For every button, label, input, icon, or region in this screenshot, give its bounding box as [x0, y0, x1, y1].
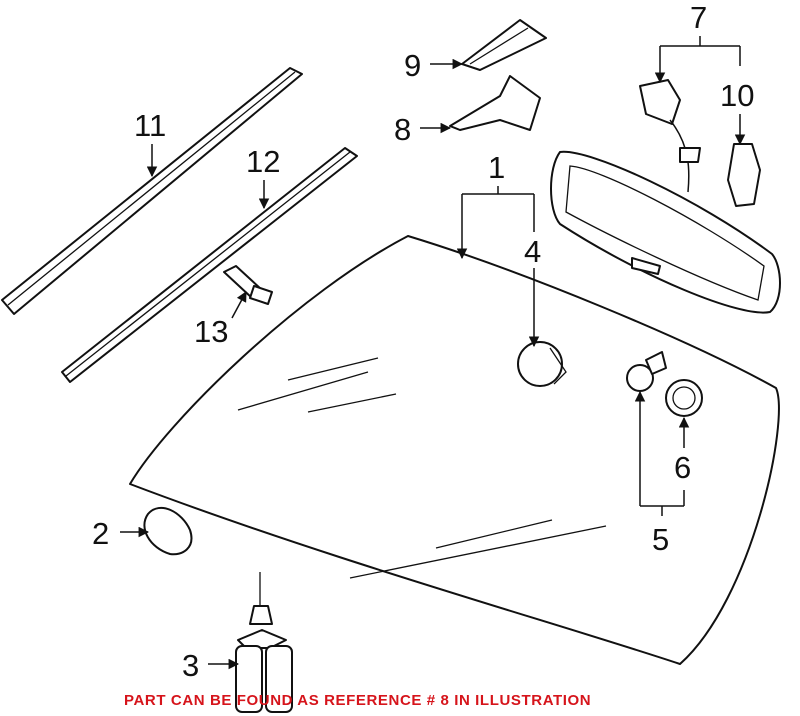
moulding-strip-11 — [1, 67, 303, 315]
callout-11: 11 — [134, 108, 166, 143]
reference-caption: PART CAN BE FOUND AS REFERENCE # 8 IN IL… — [124, 692, 591, 709]
mirror-harness-7 — [639, 79, 701, 193]
callout-4: 4 — [524, 234, 541, 269]
callout-8: 8 — [394, 112, 411, 147]
leader-lines — [120, 36, 746, 670]
callout-5: 5 — [652, 522, 669, 557]
rain-sensor-10 — [727, 143, 761, 207]
callout-labels: 1 2 3 4 5 6 7 8 9 10 11 12 13 — [92, 0, 754, 683]
callout-1: 1 — [488, 150, 505, 185]
callout-10: 10 — [720, 78, 754, 113]
callout-6: 6 — [674, 450, 691, 485]
windshield-1 — [129, 235, 780, 665]
adhesive-kit-3 — [235, 572, 293, 713]
pad-2 — [143, 507, 193, 556]
callout-2: 2 — [92, 516, 109, 551]
rear-view-mirror — [550, 150, 781, 314]
mirror-cover-8 — [449, 75, 541, 131]
callout-13: 13 — [194, 314, 228, 349]
callout-3: 3 — [182, 648, 199, 683]
callout-12: 12 — [246, 144, 280, 179]
moulding-strip-12 — [61, 147, 358, 383]
fitting-5 — [626, 351, 667, 392]
callout-7: 7 — [690, 0, 707, 35]
bracket-9 — [461, 19, 547, 71]
retaining-clip-13 — [223, 265, 273, 305]
sensor-cover-4 — [517, 341, 567, 387]
callout-9: 9 — [404, 48, 421, 83]
seal-ring-6 — [665, 379, 703, 417]
